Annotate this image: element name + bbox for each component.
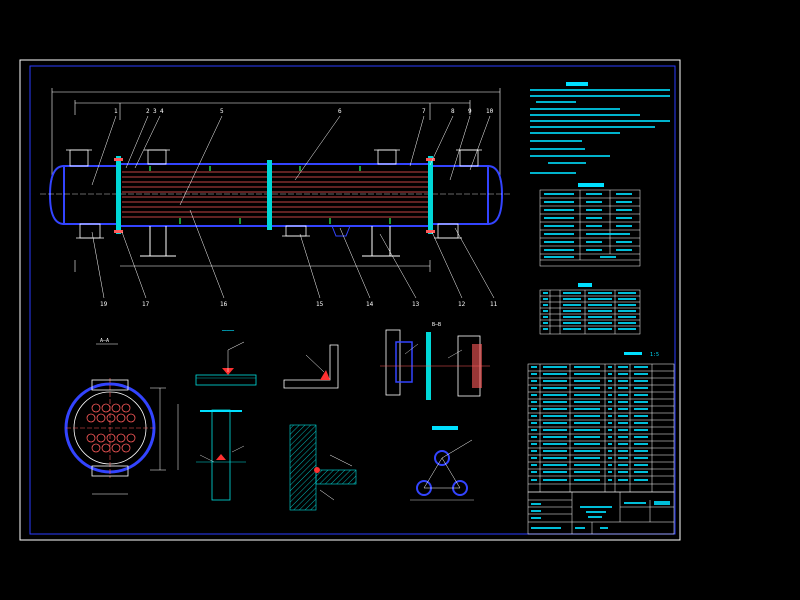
weld-detail-3: [196, 409, 246, 501]
nozzles: [66, 149, 482, 239]
section-aa-label: A—A: [100, 338, 109, 344]
saddle-supports: [140, 225, 400, 257]
technical-requirements: [530, 82, 670, 174]
balloon-17: 17: [142, 301, 150, 308]
heat-exchanger-elevation: 1 2 3 4 5 6 7 8 9 10 19 17 16 15 14 13 1…: [40, 88, 510, 308]
weld-detail-4: [289, 424, 357, 511]
balloon-12: 12: [458, 301, 466, 308]
parts-list-table: [527, 363, 675, 493]
design-data-table: [539, 183, 641, 267]
nozzle-table: [539, 283, 641, 335]
balloon-13: 13: [412, 301, 420, 308]
outer-frame: [19, 59, 681, 541]
balloon-11: 11: [490, 301, 498, 308]
balloon-3: 3: [153, 108, 157, 115]
top-balloons: 1 2 3 4 5 6 7 8 9 10: [114, 108, 494, 115]
balloon-4: 4: [160, 108, 164, 115]
balloon-16: 16: [220, 301, 228, 308]
tubesheets: [116, 156, 433, 234]
flange-bolts: [114, 158, 435, 233]
weld-detail-2: [283, 344, 339, 389]
inner-frame: [29, 65, 676, 535]
bottom-balloons: 19 17 16 15 14 13 12 11: [100, 301, 498, 308]
balloon-10: 10: [486, 108, 494, 115]
balloon-8: 8: [451, 108, 455, 115]
balloon-15: 15: [316, 301, 324, 308]
balloon-9: 9: [468, 108, 472, 115]
balloon-1: 1: [114, 108, 118, 115]
aa-tube-layout: [86, 403, 136, 453]
tube-pitch-detail: [410, 426, 474, 501]
balloon-5: 5: [220, 108, 224, 115]
leader-lines: [91, 115, 495, 299]
balloon-2: 2: [146, 108, 150, 115]
balloon-14: 14: [366, 301, 374, 308]
balloon-6: 6: [338, 108, 342, 115]
section-bb-label: B—B: [432, 322, 441, 328]
balloon-19: 19: [100, 301, 108, 308]
section-aa-view: A—A: [64, 338, 179, 495]
title-block: [527, 491, 675, 535]
scale-text: 1:5: [650, 352, 659, 358]
tube-bundle: [122, 171, 428, 218]
weld-detail-1: ▔▔▔▔▔: [195, 330, 257, 386]
baffles: [149, 166, 391, 224]
overall-dimensions: [51, 88, 501, 272]
balloon-7: 7: [422, 108, 426, 115]
scale-note: 1:5: [624, 352, 659, 358]
section-bb-view: B—B: [380, 322, 490, 400]
svg-text:▔▔▔▔▔: ▔▔▔▔▔: [221, 330, 235, 335]
